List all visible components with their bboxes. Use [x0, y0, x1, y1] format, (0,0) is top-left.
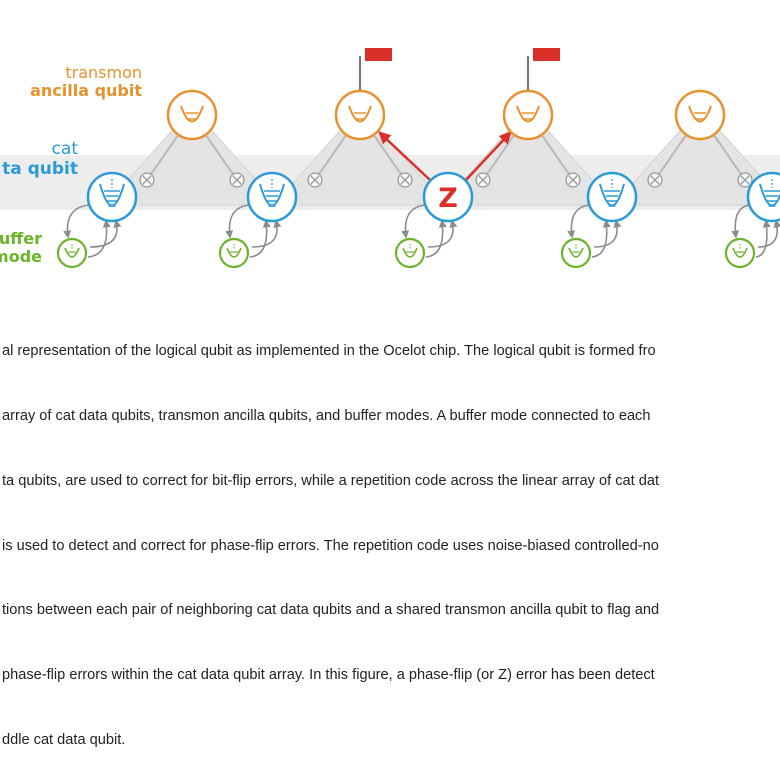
caption-line: tions between each pair of neighboring c…: [2, 602, 660, 619]
buffer-link-arrow: [591, 219, 611, 258]
transmon-qubit-icon: [334, 89, 386, 141]
buffer-link-arrow: [249, 219, 271, 258]
buffer-mode-icon: [394, 237, 426, 269]
buffer-link-arrow: [225, 204, 251, 239]
coupler-icon: [229, 172, 245, 188]
buffer-label-line2: mode: [0, 247, 42, 267]
caption-line: phase-flip errors within the cat data qu…: [2, 667, 655, 684]
buffer-link-arrow: [427, 219, 458, 248]
coupler-icon: [307, 172, 323, 188]
transmon-ancilla-label: transmon ancilla qubit: [20, 63, 142, 101]
flag-icon: [527, 48, 560, 90]
buffer-link-arrow: [89, 219, 122, 248]
cat-qubit-icon: [86, 171, 138, 223]
error-flag-arrow: [465, 131, 512, 181]
buffer-link-arrow: [755, 219, 771, 258]
caption-line: ta qubits, are used to correct for bit-f…: [2, 472, 660, 489]
caption-line: ddle cat data qubit.: [2, 731, 126, 748]
ocelot-chip-schematic: Z: [0, 48, 780, 269]
cat-label-line1: cat: [51, 139, 78, 159]
coupler-icon: [139, 172, 155, 188]
buffer-link-arrow: [567, 204, 591, 239]
buffer-label-line1: buffer: [0, 229, 42, 248]
transmon-qubit-icon: [502, 89, 554, 141]
buffer-mode-icon: [560, 237, 592, 269]
transmon-label-line2: ancilla qubit: [30, 81, 142, 101]
coupler-icon: [397, 172, 413, 188]
buffer-link-arrow: [593, 219, 622, 248]
buffer-link-arrow: [401, 204, 427, 239]
coupler-icon: [737, 172, 753, 188]
buffer-link-arrow: [63, 204, 91, 239]
error-letter: Z: [438, 183, 458, 214]
caption-line: is used to detect and correct for phase-…: [2, 537, 659, 554]
buffer-link-arrow: [87, 219, 111, 258]
cat-qubit-error-icon: Z: [422, 171, 474, 223]
buffer-link-arrow: [251, 219, 282, 248]
buffer-mode-icon: [56, 237, 88, 269]
transmon-qubit-icon: [674, 89, 726, 141]
buffer-mode-icon: [724, 237, 756, 269]
buffer-mode-icon: [218, 237, 250, 269]
cat-qubit-icon: [246, 171, 298, 223]
buffer-link-arrow: [731, 204, 751, 239]
buffer-mode-label: buffer mode: [0, 229, 42, 267]
coupler-icon: [565, 172, 581, 188]
cat-label-line2: ta qubit: [2, 158, 78, 179]
coupler-icon: [647, 172, 663, 188]
buffer-link-arrow: [757, 219, 780, 248]
coupler-icon: [475, 172, 491, 188]
buffer-link-arrow: [425, 219, 447, 258]
error-flag-arrow: [378, 131, 431, 181]
qubit-diagram: Z transmon ancilla qubit cat ta qubit bu…: [0, 0, 780, 290]
transmon-qubit-icon: [166, 89, 218, 141]
cat-qubit-icon: [586, 171, 638, 223]
cat-data-label: cat ta qubit: [0, 139, 78, 179]
figure-caption: al representation of the logical qubit a…: [2, 298, 780, 773]
caption-line: array of cat data qubits, transmon ancil…: [2, 407, 651, 424]
caption-line: al representation of the logical qubit a…: [2, 343, 656, 360]
cat-qubit-icon: [746, 171, 780, 223]
flag-icon: [359, 48, 392, 90]
transmon-label-line1: transmon: [65, 63, 142, 82]
